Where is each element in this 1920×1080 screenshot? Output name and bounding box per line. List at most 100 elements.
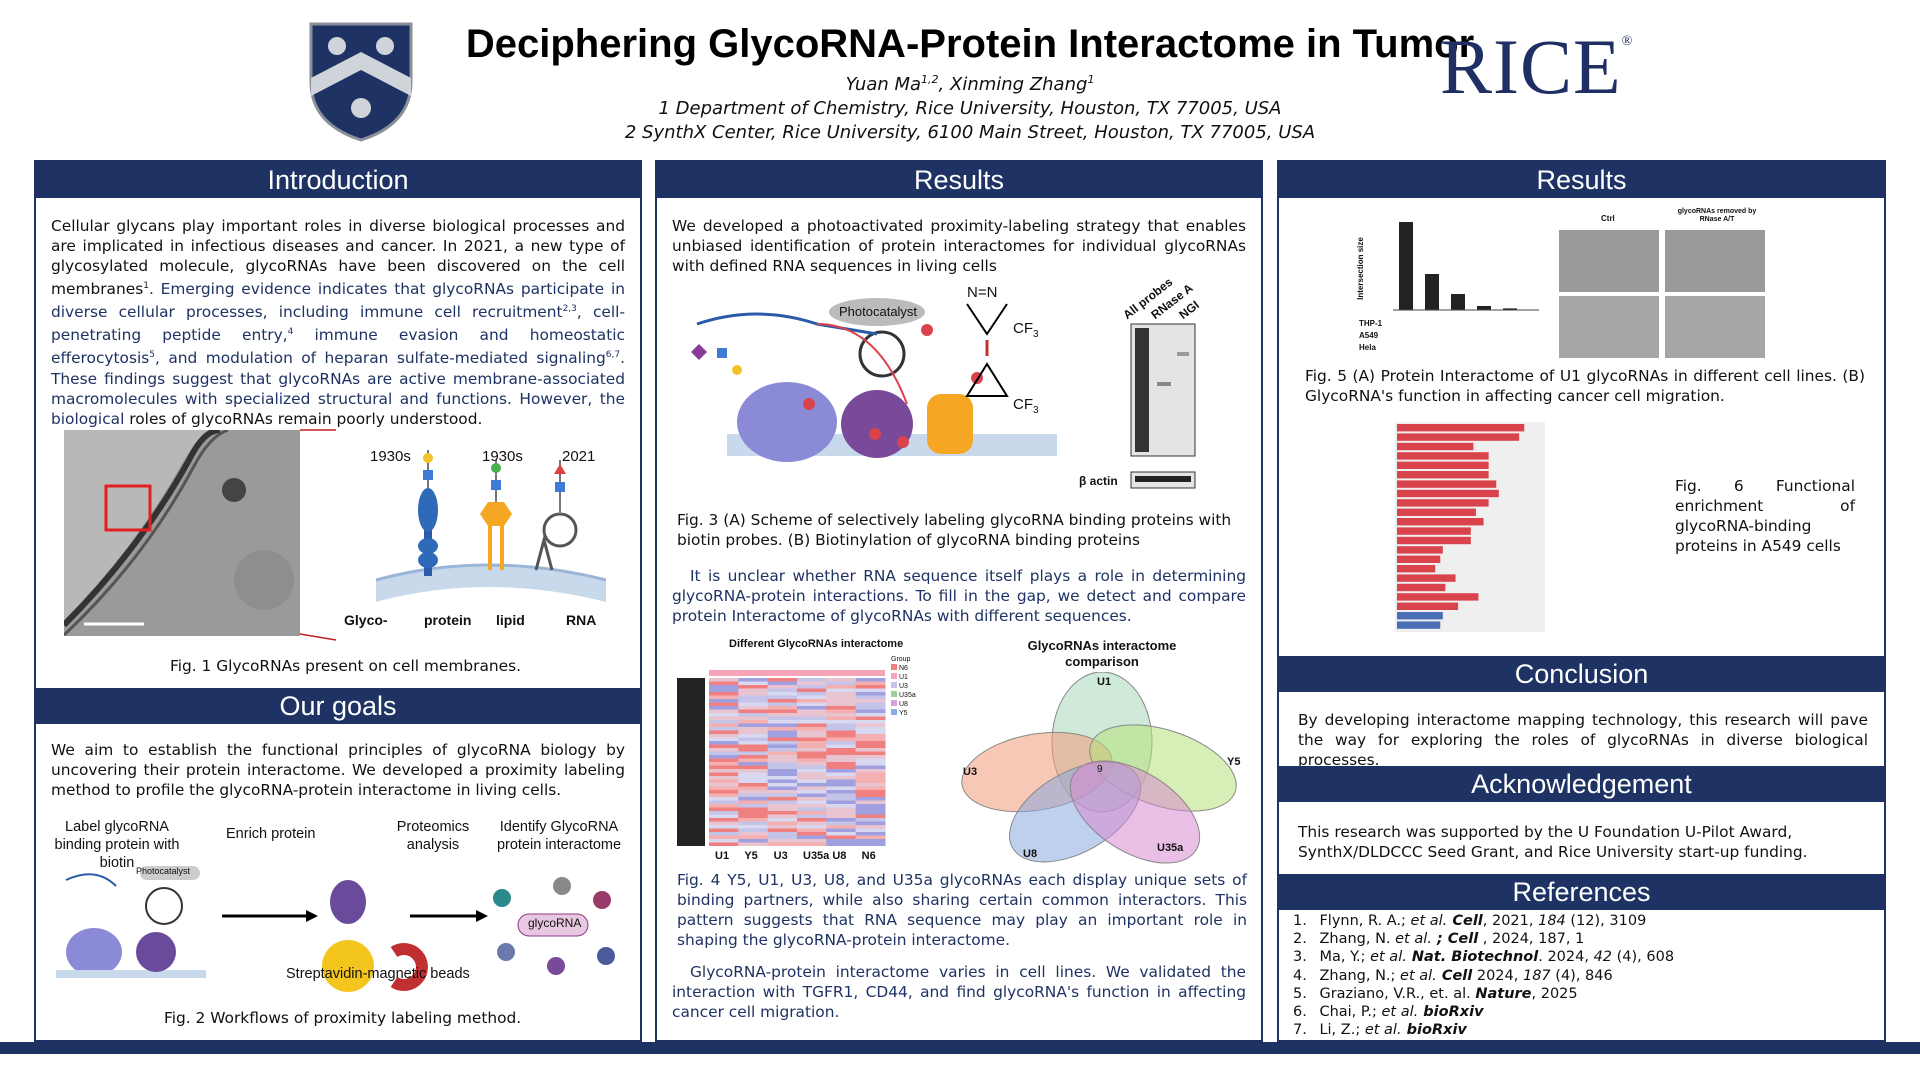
fig1-label-lipid: lipid <box>496 612 525 628</box>
heatmap-cell <box>709 811 739 815</box>
heatmap-cell <box>797 814 827 819</box>
heatmap-cell <box>826 737 857 742</box>
author-block: Yuan Ma1,2, Xinming Zhang1 1 Department … <box>440 68 1500 145</box>
enrichment-bar <box>1397 527 1471 535</box>
introduction-heading: Introduction <box>36 162 640 198</box>
heatmap-cell <box>767 828 798 833</box>
heatmap-cell <box>826 699 857 703</box>
heatmap-cell <box>738 702 769 707</box>
acknowledgement-heading: Acknowledgement <box>1279 766 1884 802</box>
heatmap-cell <box>738 688 769 693</box>
heatmap-cell <box>797 779 827 784</box>
upset-bar <box>1451 294 1465 310</box>
heatmap-cell <box>709 692 739 696</box>
heatmap-cell <box>826 748 857 752</box>
heatmap-cell <box>797 730 827 735</box>
heatmap-cell <box>767 758 798 763</box>
blot-beta-actin: β actin <box>1079 474 1118 488</box>
venn-label-u35a: U35a <box>1157 842 1184 854</box>
heatmap-cell <box>738 699 769 703</box>
heatmap-cell <box>855 713 886 717</box>
introduction-text: Cellular glycans play important roles in… <box>51 217 625 428</box>
heatmap-cell <box>826 835 857 840</box>
heatmap-cell <box>826 692 857 696</box>
heatmap-cell <box>767 678 798 682</box>
heatmap-cell <box>767 779 798 784</box>
enrichment-bar <box>1397 518 1484 526</box>
heatmap-cell <box>767 793 798 798</box>
heatmap-cell <box>709 713 739 717</box>
heatmap-cell <box>738 772 769 777</box>
fig5-caption: Fig. 5 (A) Protein Interactome of U1 gly… <box>1305 367 1865 405</box>
heatmap-cell <box>709 681 739 686</box>
fig1-year-1: 1930s <box>370 448 411 465</box>
heatmap-cell <box>709 800 739 805</box>
heatmap-cell <box>855 695 886 700</box>
heatmap-cell <box>767 769 798 773</box>
upset-plot: Intersection size THP-1 A549 Hela <box>1356 210 1549 362</box>
scheme-photocatalyst: Photocatalyst <box>839 304 918 319</box>
heatmap-cell <box>826 751 857 756</box>
heatmap-cell <box>738 748 769 752</box>
heatmap-cell <box>797 692 827 696</box>
heatmap-cell <box>797 811 827 815</box>
heatmap-cell <box>797 765 827 770</box>
heatmap-cell <box>855 723 886 728</box>
heatmap-cell <box>797 772 827 777</box>
heatmap-cell <box>855 786 886 791</box>
heatmap-cell <box>855 804 886 808</box>
heatmap-cell <box>855 835 886 840</box>
heatmap-cell <box>738 776 769 780</box>
heatmap-cell <box>709 730 739 735</box>
heatmap-cell <box>797 681 827 686</box>
enrichment-bar <box>1397 621 1441 629</box>
heatmap-cell <box>738 758 769 763</box>
heatmap-cell <box>855 709 886 714</box>
heatmap-cell <box>709 727 739 731</box>
enrichment-bar <box>1397 555 1441 563</box>
enrichment-bar <box>1397 452 1489 460</box>
heatmap-cell <box>855 828 886 833</box>
heatmap-cell <box>797 720 827 724</box>
heatmap-cell <box>797 723 827 728</box>
heatmap-cell <box>767 695 798 700</box>
heatmap-title: Different GlycoRNAs interactome <box>729 638 904 650</box>
heatmap-cell <box>797 821 827 826</box>
heatmap-cell <box>797 751 827 756</box>
heatmap-cell <box>826 839 857 843</box>
heatmap-cell <box>709 828 739 833</box>
heatmap-cell <box>767 755 798 759</box>
workflow-photocatalyst: Photocatalyst <box>136 866 191 876</box>
heatmap-cell <box>738 807 769 812</box>
heatmap-cell <box>826 779 857 784</box>
heatmap-cell <box>767 713 798 717</box>
venn-title: GlycoRNAs interactome comparison <box>1027 638 1177 669</box>
venn-figure: GlycoRNAs interactome comparison U1 U3 Y… <box>957 638 1247 868</box>
venn-label-u3: U3 <box>963 766 978 778</box>
enrichment-bar <box>1397 489 1499 498</box>
heatmap-cell <box>797 762 827 766</box>
heatmap-cell <box>709 748 739 752</box>
heatmap-cell <box>738 762 769 766</box>
heatmap-cell <box>709 758 739 763</box>
heatmap-cell <box>855 688 886 693</box>
heatmap-cell <box>826 765 857 770</box>
heatmap-cell <box>767 807 798 812</box>
fig1-year-3: 2021 <box>562 448 596 465</box>
conclusion-text: By developing interactome mapping techno… <box>1298 711 1868 769</box>
heatmap-cell <box>709 818 739 822</box>
heatmap-cell <box>767 814 798 819</box>
enrichment-bar <box>1397 471 1489 479</box>
heatmap-cell <box>855 755 886 759</box>
heatmap-cell <box>826 741 857 745</box>
heatmap-cell <box>855 818 886 822</box>
upset-bar <box>1477 306 1491 310</box>
heatmap-cell <box>767 804 798 808</box>
heatmap-cell <box>738 681 769 686</box>
heatmap-cell <box>767 741 798 745</box>
enrichment-bar <box>1397 508 1476 516</box>
heatmap-cell <box>767 842 798 847</box>
heatmap-cell <box>855 685 886 689</box>
heatmap-cell <box>709 762 739 766</box>
